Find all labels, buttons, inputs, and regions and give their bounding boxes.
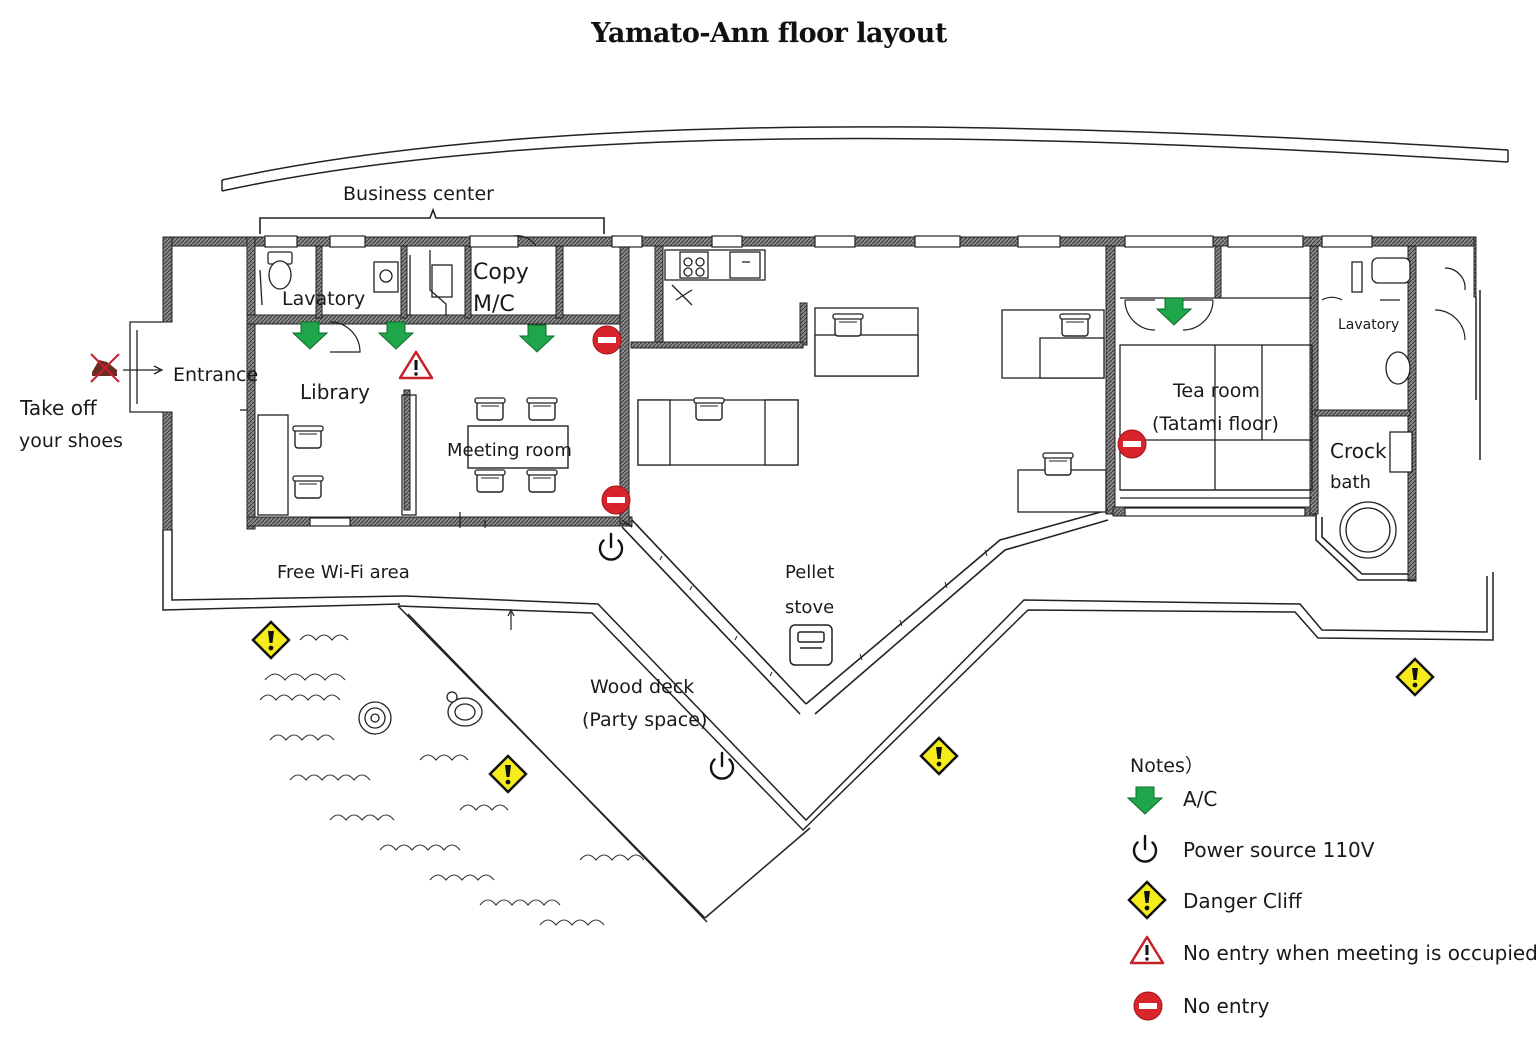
legend-label-danger-cliff: Danger Cliff xyxy=(1183,889,1302,913)
power-icon xyxy=(598,532,624,561)
windows xyxy=(264,235,1373,527)
label-lavatory-left: Lavatory xyxy=(282,288,366,310)
label-crock-bath-line1: Crock xyxy=(1330,439,1387,463)
legend-danger-cliff-icon xyxy=(1127,880,1167,920)
warning-triangle-icon xyxy=(398,350,434,380)
no-entry-icon xyxy=(1117,429,1147,459)
outer-deck-boundary xyxy=(162,290,1494,923)
label-library: Library xyxy=(300,380,370,404)
label-copy-mc-line2: M/C xyxy=(473,292,515,317)
no-entry-icon xyxy=(592,325,622,355)
garden-shrubs xyxy=(259,634,645,926)
ac-icon xyxy=(378,321,414,350)
label-business-center: Business center xyxy=(343,183,494,205)
meeting-room-furniture xyxy=(467,397,569,493)
no-shoes-icon xyxy=(90,353,120,383)
lounge-chair xyxy=(1059,313,1091,337)
legend-warning-triangle-icon xyxy=(1129,935,1165,965)
library-chair xyxy=(292,475,324,499)
label-wood-deck-line2: (Party space) xyxy=(582,709,708,731)
v-shaped-walls xyxy=(621,509,1416,715)
label-meeting-room: Meeting room xyxy=(447,440,572,461)
ac-icon xyxy=(519,324,555,353)
label-copy-mc-line1: Copy xyxy=(473,260,529,285)
pellet-stove-icon xyxy=(789,624,833,666)
danger-cliff-icon xyxy=(1395,657,1435,697)
ac-icon xyxy=(1156,297,1192,326)
library-furniture xyxy=(240,394,417,516)
label-take-off-shoes-line2: your shoes xyxy=(19,430,123,452)
legend-label-no-entry: No entry xyxy=(1183,994,1270,1018)
entrance-steps xyxy=(123,321,164,413)
page-title: Yamato-Ann floor layout xyxy=(591,18,947,49)
lounge-chair xyxy=(693,397,725,421)
legend-label-ac: A/C xyxy=(1183,787,1218,811)
garden-stones xyxy=(358,691,483,735)
label-take-off-shoes-line1: Take off xyxy=(20,396,97,420)
v-wall-windows xyxy=(659,549,988,677)
danger-cliff-icon xyxy=(488,754,528,794)
label-lavatory-right: Lavatory xyxy=(1338,317,1400,333)
legend-label-power: Power source 110V xyxy=(1183,838,1375,862)
business-center-bracket xyxy=(259,207,605,234)
lounge-chair xyxy=(1042,452,1074,476)
ac-icon xyxy=(292,321,328,350)
lounge-furniture xyxy=(637,307,1107,513)
deck-markers xyxy=(459,512,515,630)
left-lavatory-fixtures xyxy=(259,250,453,316)
legend-power-icon xyxy=(1132,834,1158,863)
no-entry-icon xyxy=(601,485,631,515)
library-chair xyxy=(292,425,324,449)
label-crock-bath-line2: bath xyxy=(1330,472,1371,493)
kitchen-fixtures xyxy=(664,249,766,306)
legend-ac-icon xyxy=(1127,786,1163,815)
tea-room-tatami xyxy=(1119,297,1313,499)
danger-cliff-icon xyxy=(919,736,959,776)
label-tea-room-line1: Tea room xyxy=(1173,380,1260,402)
danger-cliff-icon xyxy=(251,620,291,660)
legend-heading: Notes） xyxy=(1130,755,1204,777)
label-wood-deck-line1: Wood deck xyxy=(590,676,695,698)
right-lavatory-fixtures xyxy=(1339,257,1413,559)
lounge-chair xyxy=(832,313,864,337)
label-pellet-stove-line2: stove xyxy=(785,597,835,618)
door-swings xyxy=(329,235,1466,353)
roof-eave-line xyxy=(221,126,1509,192)
legend-label-no-entry-meeting: No entry when meeting is occupied xyxy=(1183,941,1538,965)
legend-no-entry-icon xyxy=(1133,991,1163,1021)
label-entrance: Entrance xyxy=(173,364,259,386)
power-icon xyxy=(709,751,735,780)
label-free-wifi-area: Free Wi-Fi area xyxy=(277,562,410,583)
label-tea-room-line2: (Tatami floor) xyxy=(1152,413,1279,435)
label-pellet-stove-line1: Pellet xyxy=(785,562,835,583)
